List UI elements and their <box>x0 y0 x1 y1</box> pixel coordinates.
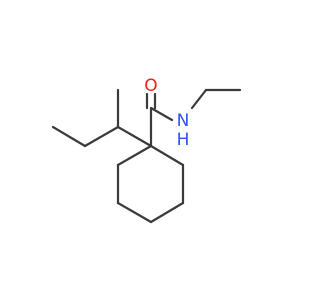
ethyl-terminal-bond <box>51 125 87 148</box>
carbonyl-to-n-bond <box>149 106 174 122</box>
ring-bond-1 <box>149 144 185 167</box>
n-to-ethyl-bond <box>190 88 208 110</box>
branch-to-ethyl-bond <box>83 125 120 148</box>
hydrogen-label: H <box>177 130 190 150</box>
ring-bond-3 <box>149 201 185 224</box>
nitrogen-label: N <box>177 111 190 131</box>
ring-bond-6 <box>116 144 153 167</box>
oxygen-label: O <box>144 76 157 96</box>
molecule-structure: O N H <box>51 76 242 224</box>
ring-to-branch-bond <box>116 125 153 148</box>
ring-bond-4 <box>116 201 153 224</box>
